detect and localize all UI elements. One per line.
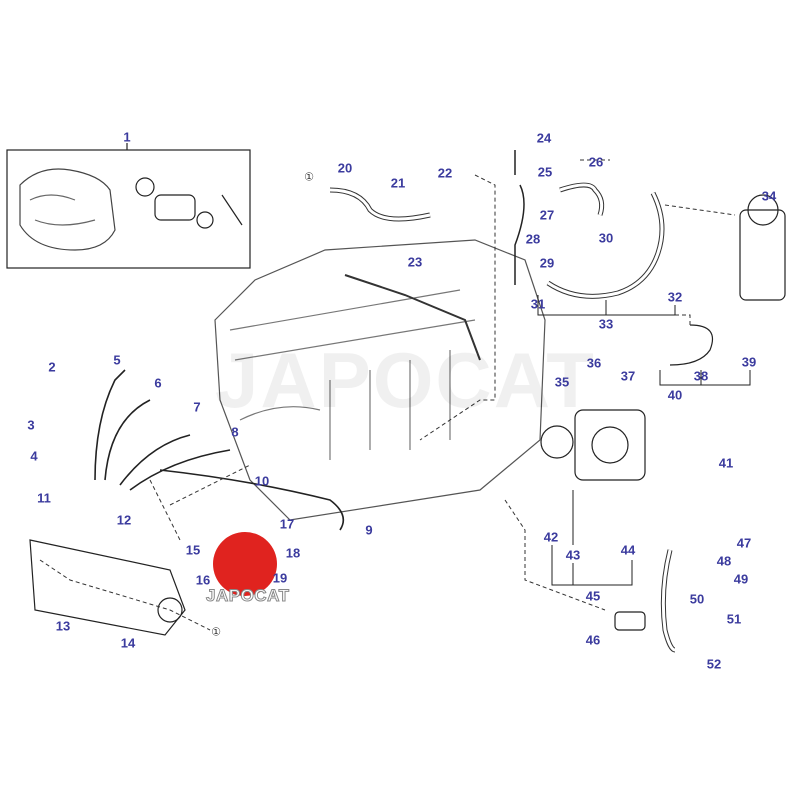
- callout-33[interactable]: 33: [598, 316, 614, 332]
- inset-box: [6, 149, 251, 269]
- callout-31[interactable]: 31: [530, 296, 546, 312]
- callout-9[interactable]: 9: [365, 522, 373, 538]
- callout-7[interactable]: 7: [193, 399, 201, 415]
- callout-28[interactable]: 28: [525, 231, 541, 247]
- callout-27[interactable]: 27: [539, 207, 555, 223]
- callout-37[interactable]: 37: [620, 368, 636, 384]
- callout-12[interactable]: 12: [116, 512, 132, 528]
- callout-20[interactable]: 20: [337, 160, 353, 176]
- callout-42[interactable]: 42: [543, 529, 559, 545]
- callout-50[interactable]: 50: [689, 591, 705, 607]
- callout-41[interactable]: 41: [718, 455, 734, 471]
- callout-44[interactable]: 44: [620, 542, 636, 558]
- callout-18[interactable]: 18: [285, 545, 301, 561]
- callout-25[interactable]: 25: [537, 164, 553, 180]
- logo-text: JAPOCAT: [205, 586, 290, 606]
- callout-1[interactable]: 1: [123, 129, 131, 145]
- callout-16[interactable]: 16: [195, 572, 211, 588]
- callout-11[interactable]: 11: [37, 490, 51, 506]
- callout-10[interactable]: 10: [254, 473, 270, 489]
- callout-21[interactable]: 21: [390, 175, 406, 191]
- callout-2[interactable]: 2: [48, 359, 56, 375]
- callout-4[interactable]: 4: [30, 448, 38, 464]
- callout-46[interactable]: 46: [585, 632, 601, 648]
- callout-24[interactable]: 24: [536, 130, 552, 146]
- callout-48[interactable]: 48: [716, 553, 732, 569]
- japocat-logo: JAPOCAT: [205, 532, 289, 612]
- callout-30[interactable]: 30: [598, 230, 614, 246]
- callout-52[interactable]: 52: [706, 656, 722, 672]
- callout-3[interactable]: 3: [27, 417, 35, 433]
- reference-mark: ①: [304, 171, 314, 184]
- callout-15[interactable]: 15: [185, 542, 201, 558]
- reference-mark: ①: [211, 626, 221, 639]
- callout-6[interactable]: 6: [154, 375, 162, 391]
- callout-35[interactable]: 35: [554, 374, 570, 390]
- callout-47[interactable]: 47: [736, 535, 752, 551]
- callout-29[interactable]: 29: [539, 255, 555, 271]
- callout-34[interactable]: 34: [761, 188, 777, 204]
- callout-13[interactable]: 13: [55, 618, 71, 634]
- callout-32[interactable]: 32: [667, 289, 683, 305]
- callout-22[interactable]: 22: [437, 165, 453, 181]
- callout-38[interactable]: 38: [693, 368, 709, 384]
- logo-disc: [213, 532, 277, 596]
- callout-51[interactable]: 51: [726, 611, 742, 627]
- callout-43[interactable]: 43: [565, 547, 581, 563]
- callout-17[interactable]: 17: [279, 516, 295, 532]
- callout-26[interactable]: 26: [588, 154, 604, 170]
- callout-19[interactable]: 19: [272, 570, 288, 586]
- callout-5[interactable]: 5: [113, 352, 121, 368]
- callout-8[interactable]: 8: [231, 424, 239, 440]
- callout-23[interactable]: 23: [407, 254, 423, 270]
- callout-49[interactable]: 49: [733, 571, 749, 587]
- callout-45[interactable]: 45: [585, 588, 601, 604]
- callout-39[interactable]: 39: [741, 354, 757, 370]
- callout-40[interactable]: 40: [667, 387, 683, 403]
- callout-36[interactable]: 36: [586, 355, 602, 371]
- callout-14[interactable]: 14: [120, 635, 136, 651]
- watermark: JAPOCAT: [215, 336, 596, 424]
